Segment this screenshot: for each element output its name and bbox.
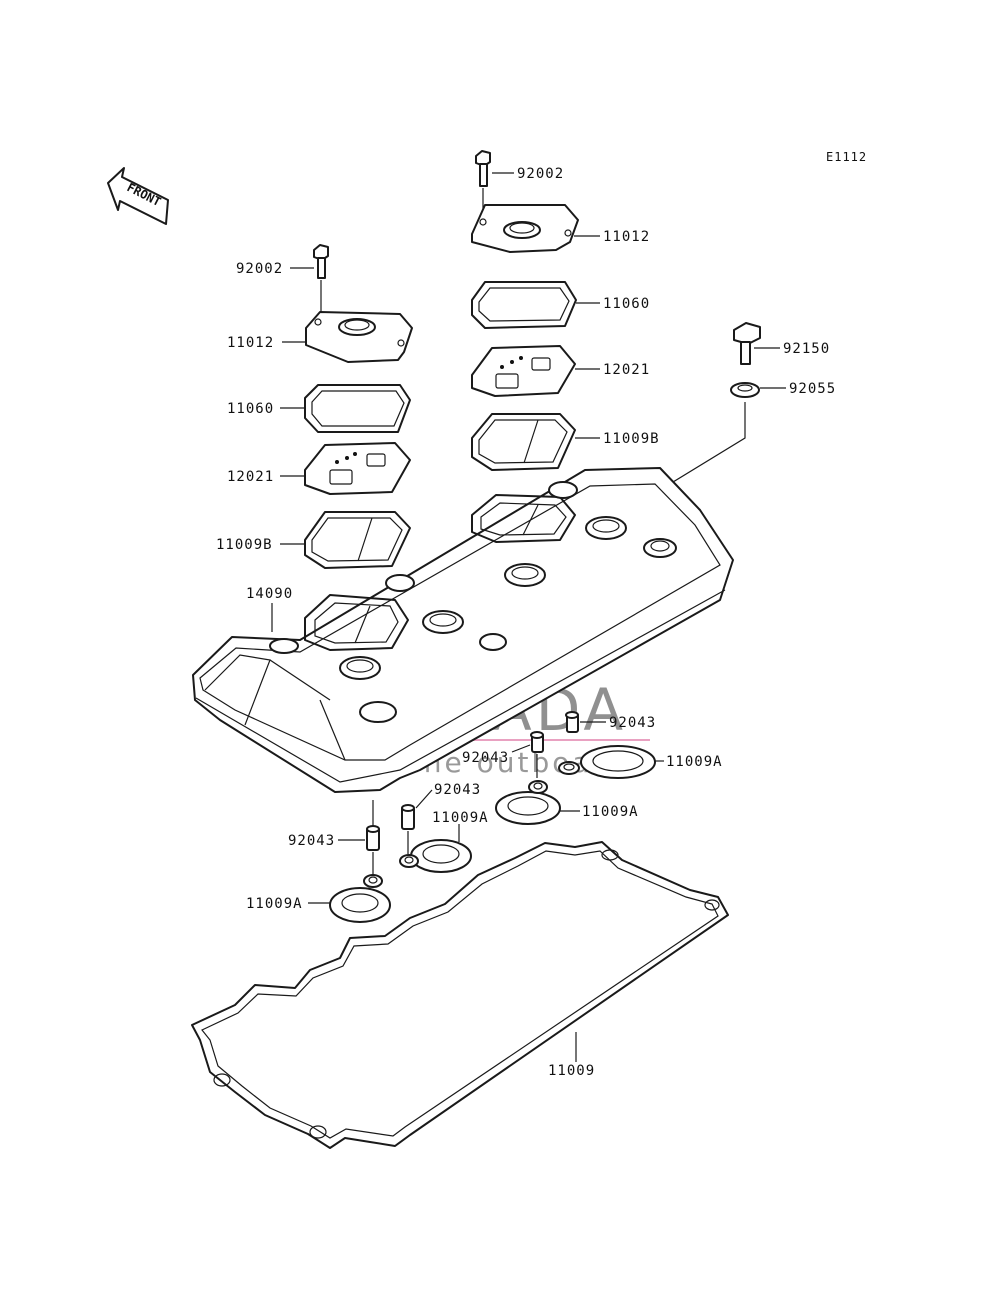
label-plate-left: 12021 xyxy=(227,469,274,485)
gasket-11009b-right xyxy=(471,413,576,471)
label-bolt-left: 92002 xyxy=(236,261,283,277)
label-dowel-d: 92043 xyxy=(288,833,335,849)
label-gasket-right: 11060 xyxy=(603,296,650,312)
label-washer: 92055 xyxy=(789,381,836,397)
front-arrow-icon: FRONT xyxy=(107,167,169,225)
label-dowel-b: 92043 xyxy=(462,750,509,766)
label-plate-right: 12021 xyxy=(603,362,650,378)
label-oring-a: 11009A xyxy=(666,754,723,770)
head-cover-gasket xyxy=(191,841,729,1149)
label-dowel-c: 92043 xyxy=(434,782,481,798)
breather-cap-right xyxy=(471,204,579,253)
label-gasket-b-left: 11009B xyxy=(216,537,273,553)
oring-mid xyxy=(495,780,561,825)
label-cap-right: 11012 xyxy=(603,229,650,245)
label-cap-left: 11012 xyxy=(227,335,274,351)
label-oring-d: 11009A xyxy=(246,896,303,912)
label-head-cover: 14090 xyxy=(246,586,293,602)
washer xyxy=(730,382,760,398)
label-dowel-a: 92043 xyxy=(609,715,656,731)
cover-bolt xyxy=(733,322,761,365)
dowel-left-lower xyxy=(366,800,380,874)
reed-plate-right xyxy=(471,345,576,397)
label-main-gasket: 11009 xyxy=(548,1063,595,1079)
reed-plate-left xyxy=(304,442,411,495)
label-oring-c: 11009A xyxy=(432,810,489,826)
oring-right-upper xyxy=(558,745,656,779)
dowel-right-upper xyxy=(565,711,579,733)
oring-left-lower xyxy=(329,874,391,923)
bolt-left xyxy=(313,244,329,312)
label-bolt-cover: 92150 xyxy=(783,341,830,357)
bolt-right xyxy=(475,150,491,220)
breather-cap-left xyxy=(305,311,413,363)
dowel-lower-mid xyxy=(401,804,415,854)
label-bolt-right: 92002 xyxy=(517,166,564,182)
dowel-mid xyxy=(530,731,544,778)
cylinder-head-cover xyxy=(192,467,734,793)
gasket-11060-right xyxy=(471,281,577,329)
gasket-11060-left xyxy=(304,384,411,433)
label-gasket-b-right: 11009B xyxy=(603,431,660,447)
label-oring-b: 11009A xyxy=(582,804,639,820)
gasket-11009b-left xyxy=(304,511,411,569)
diagram-code: E1112 xyxy=(826,150,867,164)
oring-lower-mid xyxy=(399,839,472,873)
label-gasket-left: 11060 xyxy=(227,401,274,417)
